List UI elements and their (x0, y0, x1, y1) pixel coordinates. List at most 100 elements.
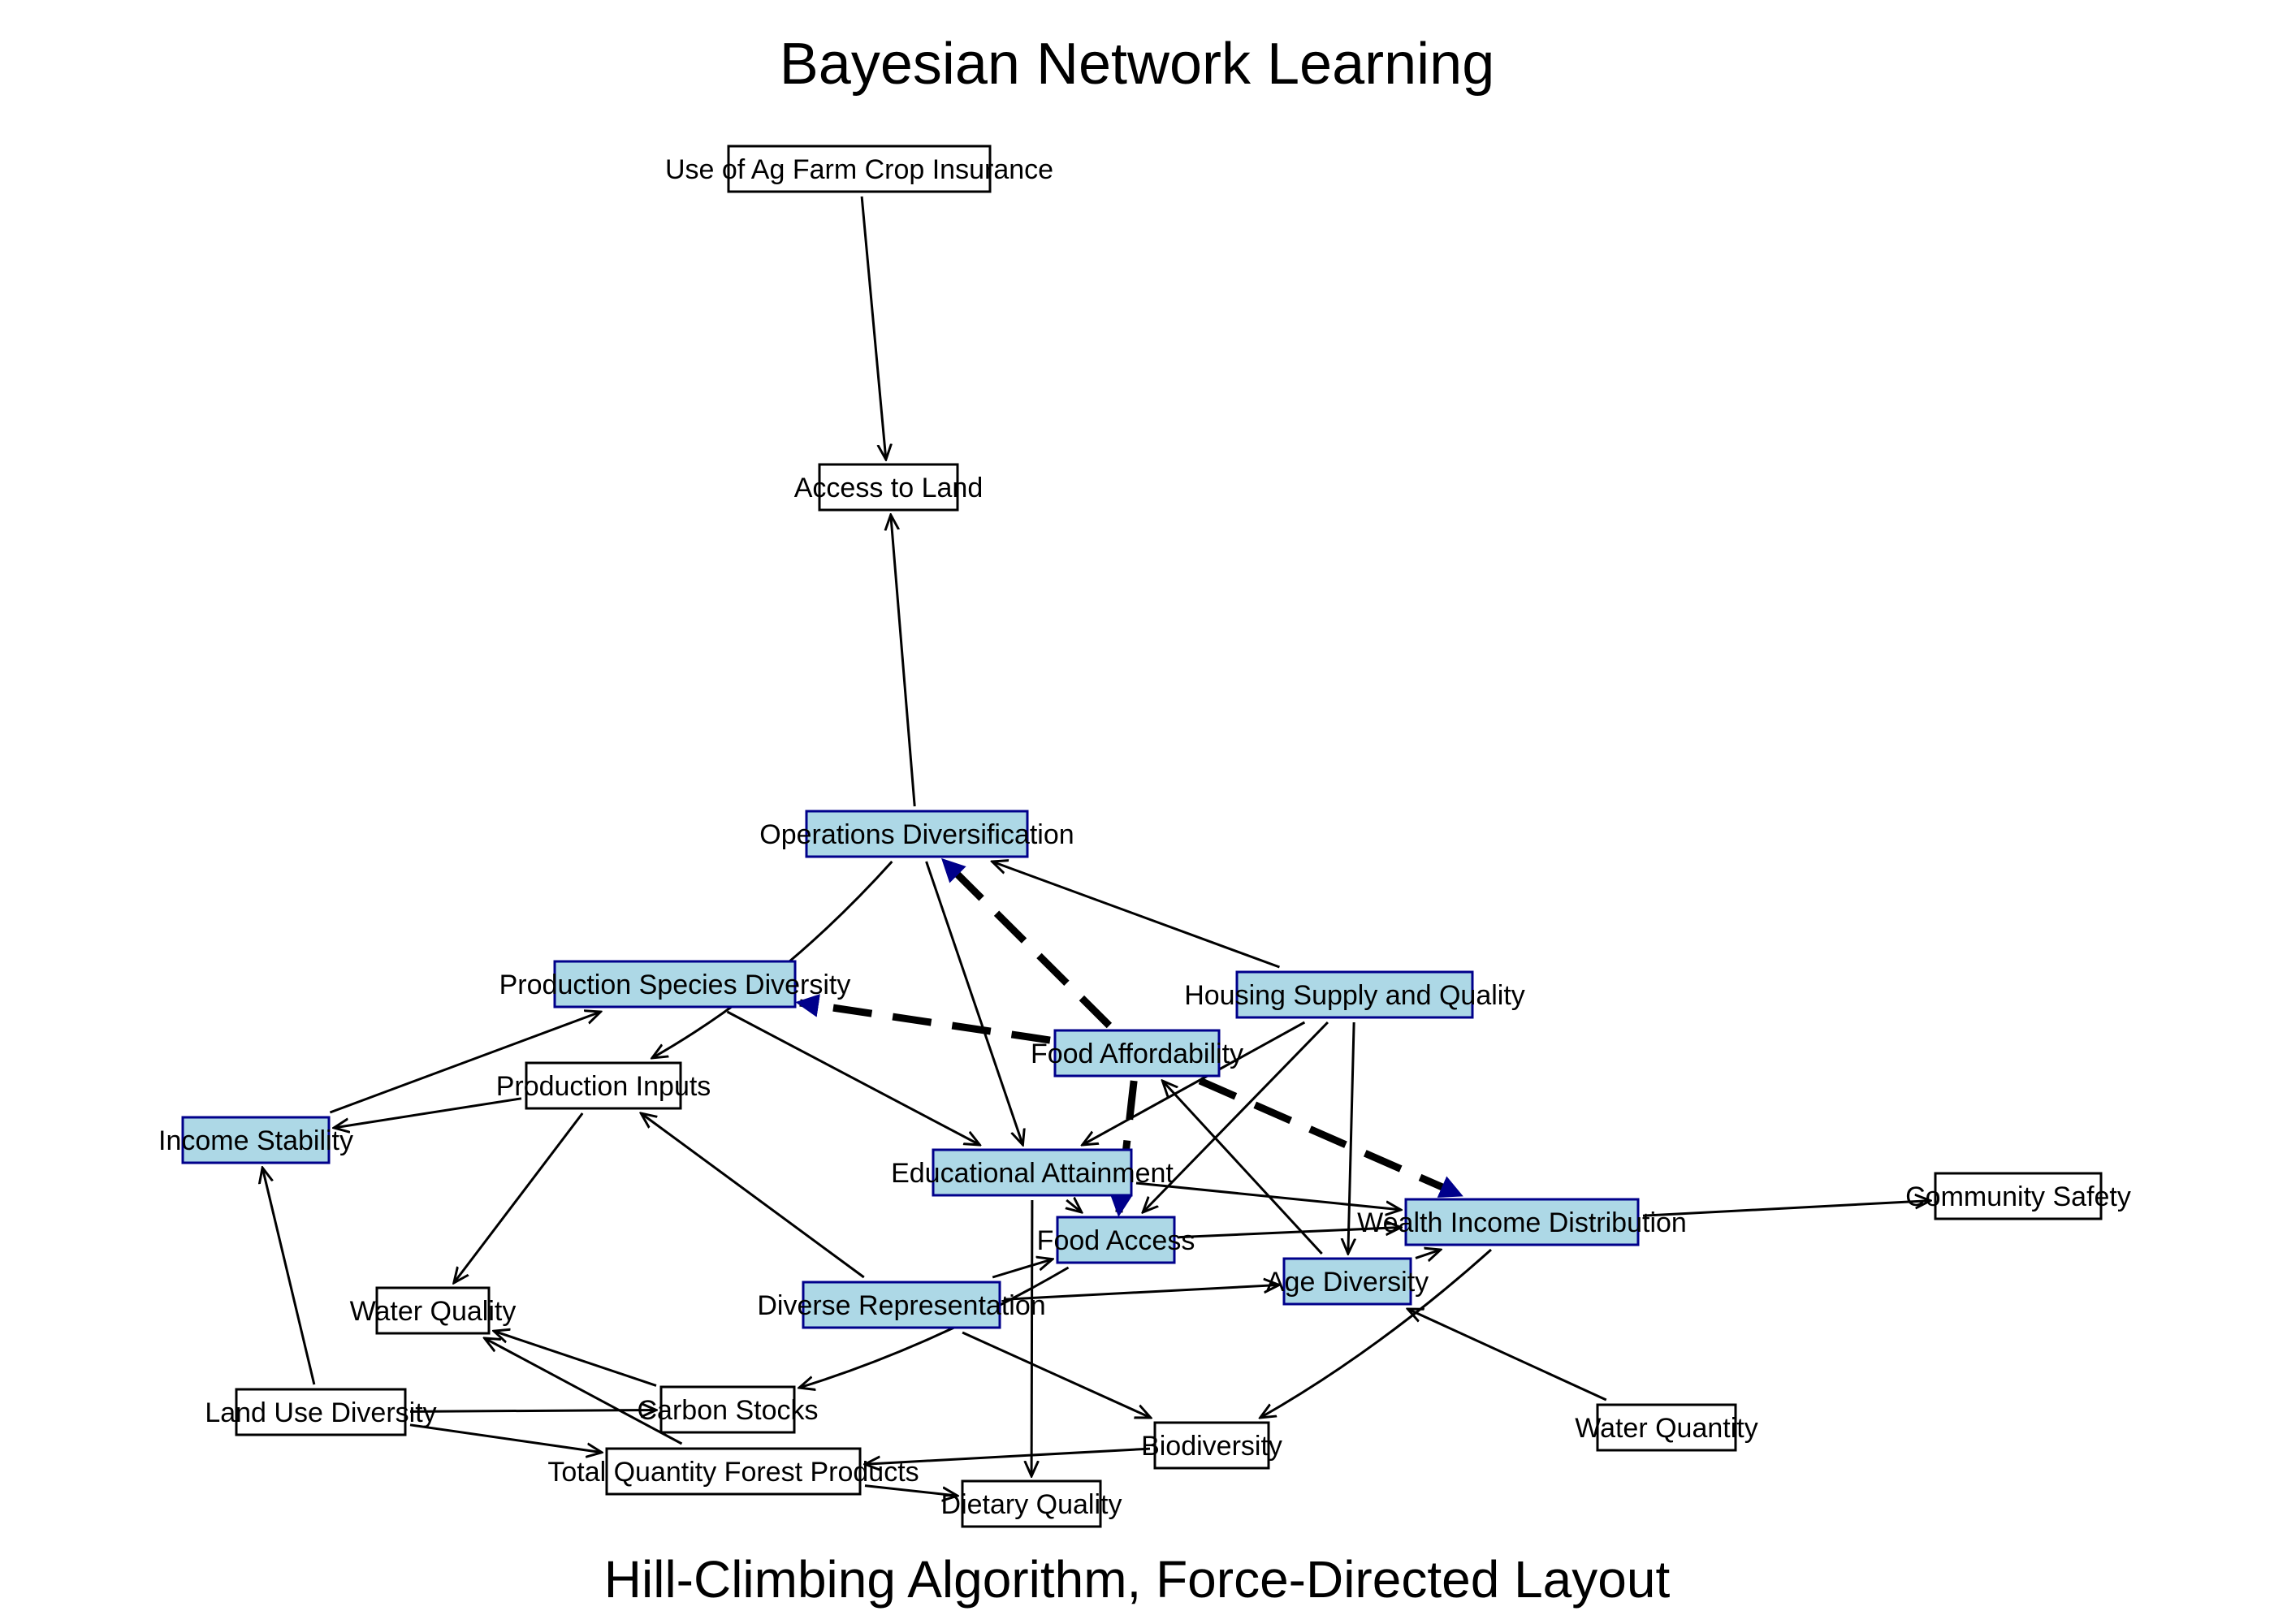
edge-biodiversity-to-forest (865, 1447, 1151, 1464)
node-label: Age Diversity (1266, 1267, 1429, 1298)
edge-food-afford-to-food-access (1109, 1080, 1138, 1217)
edge-carbon-to-water-quality (494, 1331, 657, 1387)
node-box (1053, 1029, 1221, 1078)
node-label: Water Quantity (1575, 1413, 1757, 1444)
node-dietary: Dietary Quality (941, 1479, 1122, 1528)
edge-land-use-to-carbon (409, 1410, 656, 1412)
edge-housing-to-edu (1083, 1021, 1306, 1145)
node-wealth: Wealth Income Distribution (1357, 1198, 1687, 1246)
edge-water-quantity-to-age-div (1407, 1309, 1607, 1402)
node-water-quality: Water Quality (350, 1286, 517, 1335)
node-label: Community Safety (1905, 1181, 2131, 1212)
node-box (727, 145, 992, 193)
edge-forest-to-water-quality (485, 1338, 683, 1445)
node-box (1056, 1216, 1176, 1264)
edge-food-afford-to-wealth (1198, 1077, 1463, 1199)
node-box (1153, 1421, 1270, 1470)
node-label: Water Quality (350, 1296, 517, 1327)
edge-food-afford-to-ops-div (941, 857, 1113, 1029)
edges-layer (262, 196, 1930, 1496)
node-community: Community Safety (1905, 1172, 2131, 1220)
edge-ops-div-to-prod-inputs (652, 860, 893, 1058)
edge-wealth-to-community (1642, 1201, 1930, 1217)
edge-crop-insurance-to-access-land (860, 196, 886, 460)
diagram-title: Bayesian Network Learning (779, 32, 1495, 97)
node-box (932, 1148, 1133, 1197)
node-box (961, 1479, 1102, 1528)
node-label: Access to Land (794, 473, 983, 503)
node-edu: Educational Attainment (891, 1148, 1174, 1197)
node-box (235, 1388, 407, 1436)
edge-housing-to-food-access (1143, 1021, 1329, 1212)
node-label: Use of Ag Farm Crop Insurance (665, 154, 1053, 185)
edge-prod-inputs-to-water-quality (454, 1112, 584, 1283)
edge-diverse-rep-to-age-div (1004, 1285, 1279, 1301)
node-label: Dietary Quality (941, 1489, 1122, 1520)
node-food-access: Food Access (1037, 1216, 1195, 1264)
edge-income-stab-to-prod-species (329, 1012, 600, 1114)
node-box (375, 1286, 491, 1335)
node-box (1404, 1198, 1640, 1246)
node-label: Food Affordability (1031, 1039, 1243, 1069)
node-box (802, 1281, 1001, 1329)
node-food-afford: Food Affordability (1031, 1029, 1243, 1078)
node-box (1282, 1257, 1412, 1306)
node-label: Operations Diversification (759, 819, 1074, 850)
node-crop-insurance: Use of Ag Farm Crop Insurance (665, 145, 1053, 193)
edge-land-use-to-forest (409, 1423, 602, 1453)
node-label: Carbon Stocks (638, 1395, 819, 1426)
node-land-use: Land Use Diversity (205, 1388, 437, 1436)
edge-edu-to-dietary (1031, 1199, 1032, 1476)
node-label: Food Access (1037, 1225, 1195, 1256)
node-forest: Total Quantity Forest Products (547, 1447, 919, 1496)
node-age-div: Age Diversity (1266, 1257, 1429, 1306)
node-label: Production Inputs (496, 1071, 711, 1102)
edge-housing-to-age-div (1348, 1021, 1354, 1254)
node-label: Income Stability (158, 1125, 353, 1156)
node-box (805, 810, 1029, 858)
edge-prod-inputs-to-income-stab (334, 1097, 522, 1128)
node-income-stab: Income Stability (158, 1116, 353, 1164)
edge-ops-div-to-edu (925, 861, 1023, 1145)
edge-forest-to-dietary (864, 1484, 958, 1496)
edge-food-access-to-carbon (799, 1266, 1070, 1388)
node-box (818, 463, 959, 512)
node-diverse-rep: Diverse Representation (757, 1281, 1046, 1329)
node-box (1235, 970, 1474, 1019)
edge-diverse-rep-to-prod-inputs (641, 1113, 865, 1279)
node-prod-inputs: Production Inputs (496, 1061, 711, 1110)
node-box (181, 1116, 331, 1164)
node-label: Housing Supply and Quality (1184, 980, 1525, 1011)
edge-age-div-to-food-afford (1162, 1081, 1323, 1255)
node-label: Educational Attainment (891, 1158, 1174, 1189)
edge-wealth-to-biodiversity (1260, 1248, 1492, 1418)
edge-edu-to-food-access (1066, 1200, 1082, 1212)
edge-food-afford-to-prod-species (795, 994, 1051, 1044)
node-label: Biodiversity (1141, 1431, 1282, 1462)
node-access-land: Access to Land (794, 463, 983, 512)
node-label: Diverse Representation (757, 1290, 1045, 1321)
node-prod-species: Production Species Diversity (499, 960, 851, 1009)
edge-land-use-to-income-stab (262, 1168, 316, 1385)
node-housing: Housing Supply and Quality (1184, 970, 1525, 1019)
edge-age-div-to-wealth (1415, 1250, 1441, 1258)
node-box (659, 1385, 796, 1434)
diagram-subtitle: Hill-Climbing Algorithm, Force-Directed … (603, 1550, 1671, 1609)
edge-diverse-rep-to-biodiversity (962, 1331, 1151, 1418)
node-box (605, 1447, 862, 1496)
node-label: Production Species Diversity (499, 970, 851, 1000)
edge-ops-div-to-access-land (891, 515, 916, 807)
node-carbon: Carbon Stocks (638, 1385, 819, 1434)
node-box (1596, 1403, 1737, 1452)
node-biodiversity: Biodiversity (1141, 1421, 1282, 1470)
node-label: Land Use Diversity (205, 1397, 436, 1428)
node-label: Wealth Income Distribution (1357, 1207, 1687, 1238)
edge-diverse-rep-to-food-access (992, 1259, 1053, 1279)
node-label: Total Quantity Forest Products (547, 1457, 919, 1488)
edge-housing-to-ops-div (992, 862, 1280, 969)
edge-prod-species-to-edu (726, 1010, 979, 1145)
node-box (525, 1061, 682, 1110)
node-ops-div: Operations Diversification (759, 810, 1074, 858)
